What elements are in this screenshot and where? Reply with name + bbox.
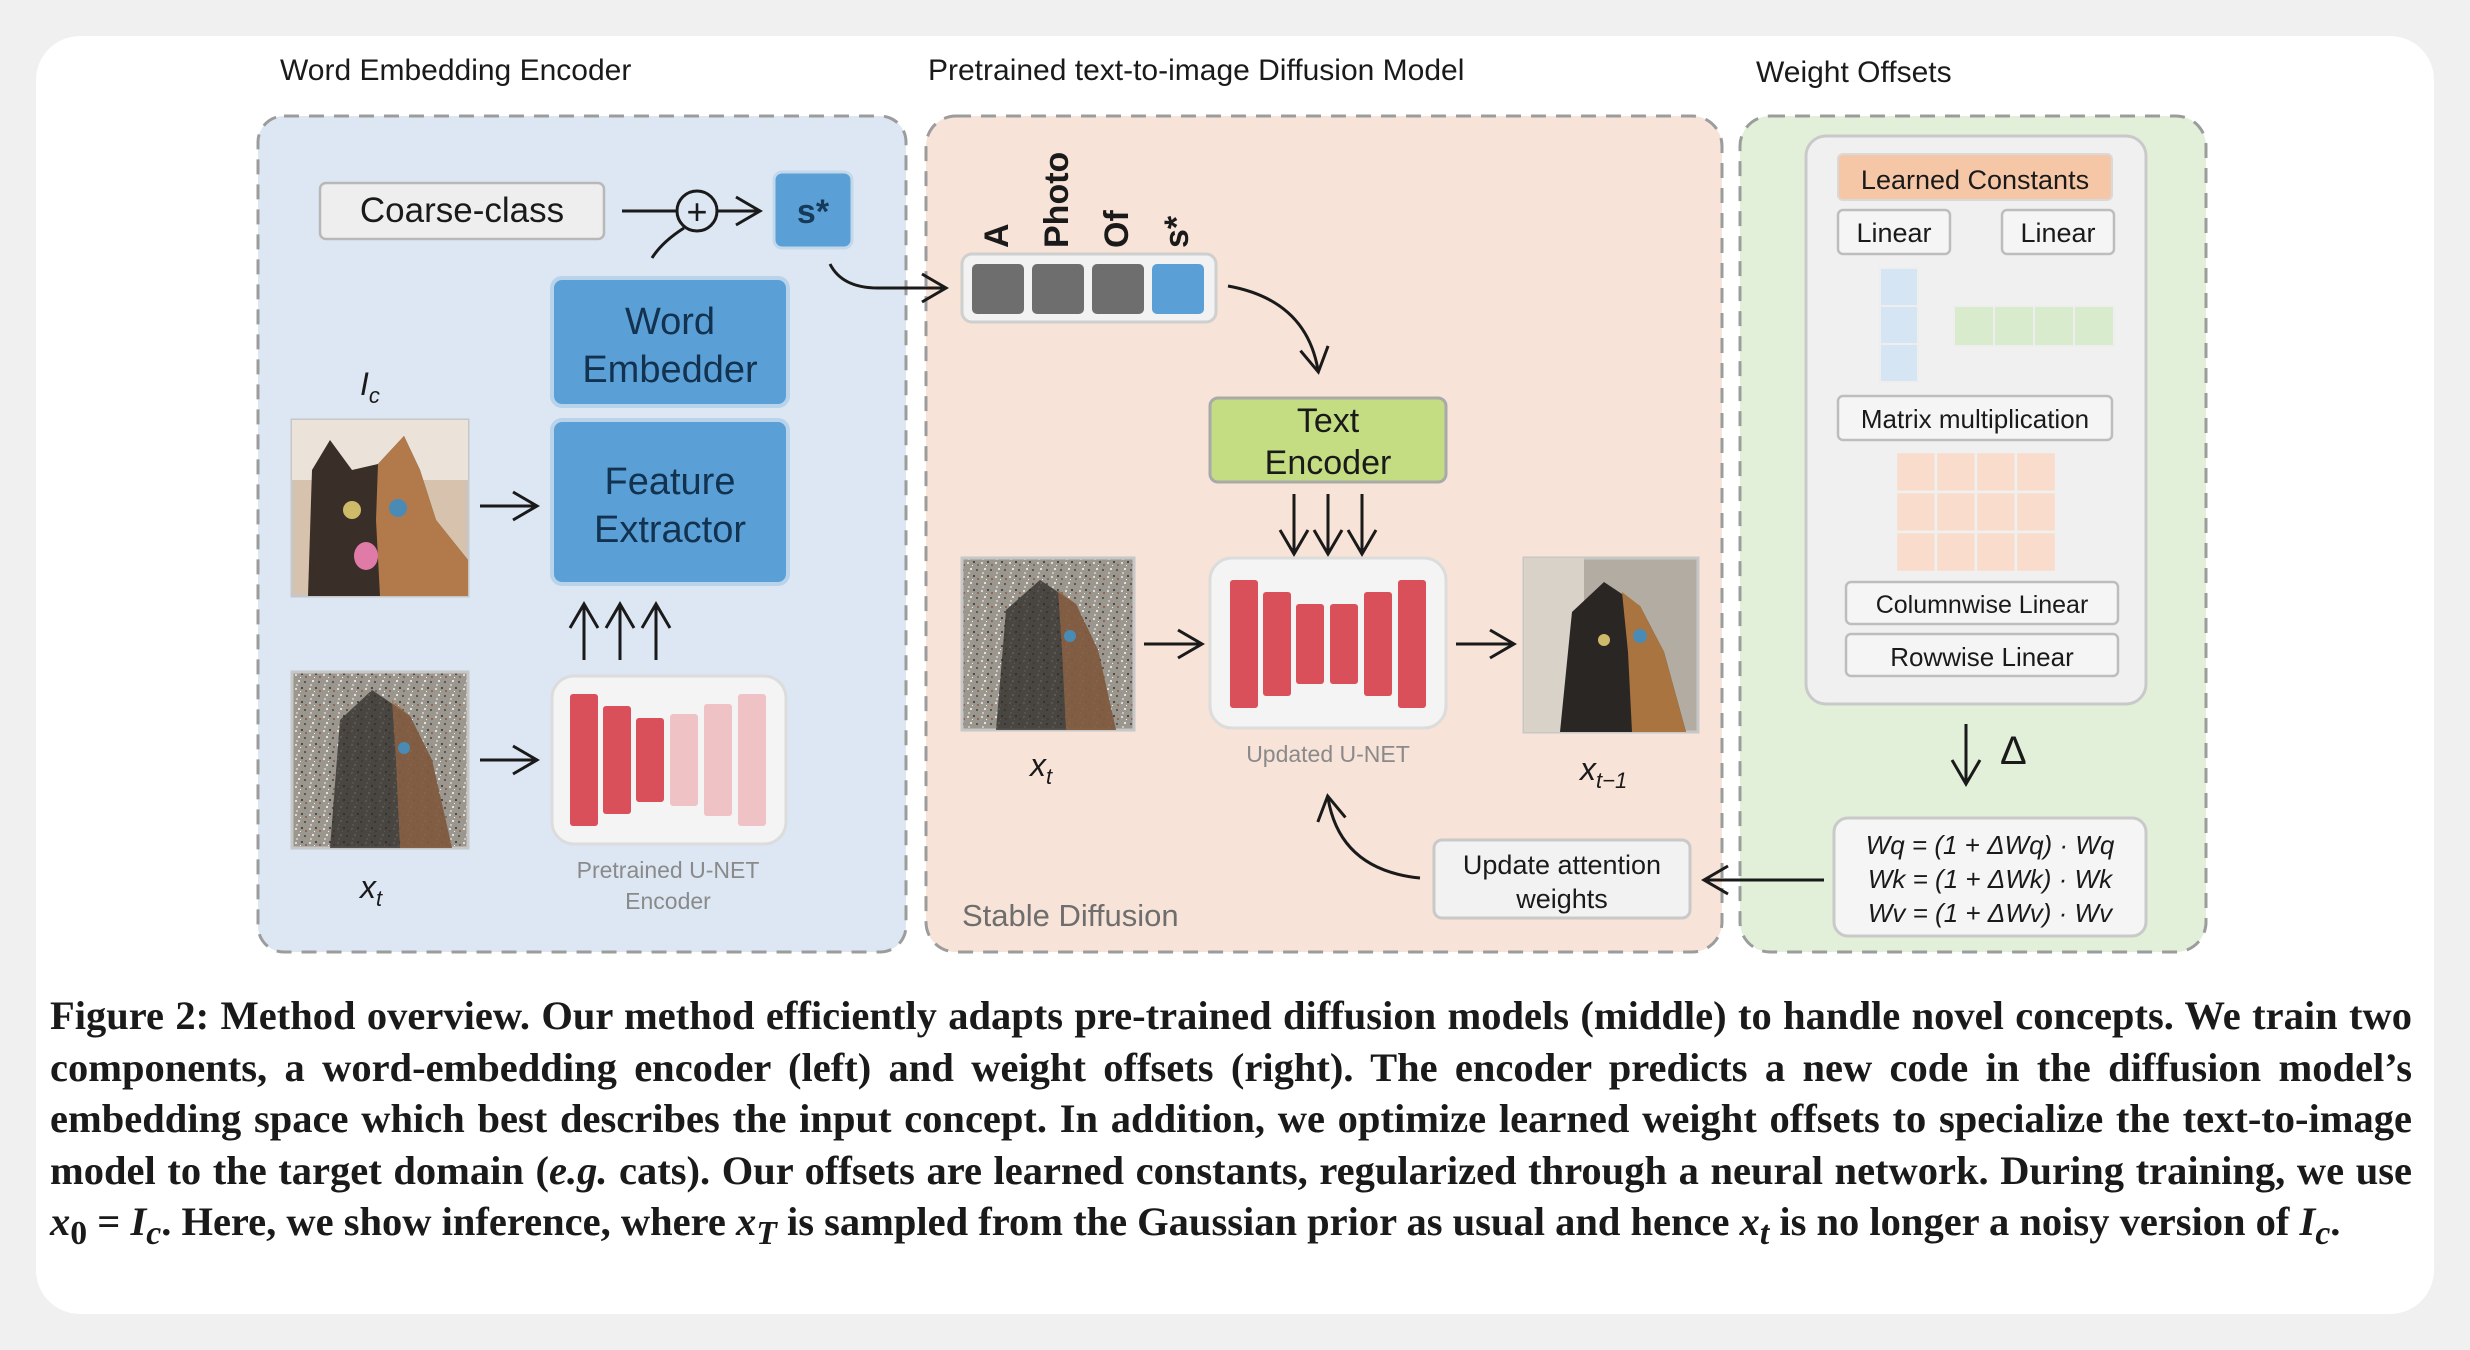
text-encoder-to-unet-arrows xyxy=(1278,494,1378,557)
prompt-to-text-encoder-arrow xyxy=(1227,284,1330,375)
learned-constants-box xyxy=(1837,153,2113,201)
figure-caption: Figure 2: Method overview. Our method ef… xyxy=(50,993,2413,1253)
offsets-panel-title: Weight Offsets xyxy=(1756,56,1952,89)
denoised-image-xt1 xyxy=(1522,556,1700,734)
word-embedder-box xyxy=(550,276,790,408)
feature-extractor-box xyxy=(550,418,790,586)
encoder-panel-title: Word Embedding Encoder xyxy=(280,54,631,87)
word-embedder-line2: Embedder xyxy=(582,349,758,391)
learned-constants-label: Learned Constants xyxy=(1861,165,2089,195)
word-photo: Photo xyxy=(1038,152,1076,248)
offset-matrix xyxy=(1894,450,2058,574)
token-label: s* xyxy=(797,193,830,231)
updated-unet-bars xyxy=(1230,580,1426,708)
label-xt1: xt−1 xyxy=(1578,751,1627,793)
plus-symbol: + xyxy=(686,191,707,232)
equations-box xyxy=(1832,816,2148,938)
text-encoder-line2: Encoder xyxy=(1265,444,1392,482)
coarse-class-label: Coarse-class xyxy=(360,191,564,230)
equation-q: Wq = (1 + ΔWq) · Wq xyxy=(1866,830,2115,860)
equation-v: Wv = (1 + ΔWv) · Wv xyxy=(1868,898,2114,928)
label-ic: Ic xyxy=(360,366,380,408)
label-xt-middle: xt xyxy=(1028,747,1053,789)
update-attention-box xyxy=(1432,838,1692,920)
update-attention-line2: weights xyxy=(1515,884,1608,914)
plus-circle xyxy=(675,189,719,233)
word-of: Of xyxy=(1098,210,1136,248)
coarse-class-box xyxy=(318,181,606,241)
unet-to-extractor-arrows xyxy=(568,601,672,660)
noisy-image-xt-middle xyxy=(960,556,1136,732)
matrix-multiplication-box xyxy=(1836,394,2114,442)
rowwise-linear-box xyxy=(1844,632,2120,678)
noisy-image-xt-left xyxy=(290,670,470,850)
pretrained-unet-bars xyxy=(570,694,766,826)
token-of xyxy=(1092,264,1144,314)
linear-right-box xyxy=(2000,208,2116,256)
columnwise-linear-box xyxy=(1844,580,2120,626)
cat-image-ic xyxy=(290,418,470,598)
text-encoder-box xyxy=(1208,396,1448,484)
token-to-prompt-arrow xyxy=(828,263,949,304)
updated-unet-label: Updated U-NET xyxy=(1246,741,1410,767)
linear-left-label: Linear xyxy=(1856,218,1931,248)
token-photo xyxy=(1032,264,1084,314)
columnwise-linear-label: Columnwise Linear xyxy=(1876,591,2089,619)
update-attention-line1: Update attention xyxy=(1463,850,1661,880)
embedder-to-plus-line xyxy=(650,226,685,259)
stable-diffusion-label: Stable Diffusion xyxy=(962,898,1179,933)
text-encoder-line1: Text xyxy=(1297,402,1360,440)
word-embedder-line1: Word xyxy=(625,301,715,343)
diffusion-panel-title: Pretrained text-to-image Diffusion Model xyxy=(928,54,1464,87)
word-s-star: s* xyxy=(1158,215,1196,248)
token-box xyxy=(772,170,854,250)
label-xt-left: xt xyxy=(358,869,383,911)
equation-k: Wk = (1 + ΔWk) · Wk xyxy=(1868,864,2114,894)
linear-right-label: Linear xyxy=(2020,218,2095,248)
pretrained-unet-label2: Encoder xyxy=(625,888,711,914)
feature-extractor-line2: Extractor xyxy=(594,509,746,551)
feature-extractor-line1: Feature xyxy=(605,461,736,503)
token-a xyxy=(972,264,1024,314)
linear-left-box xyxy=(1836,208,1952,256)
matrix-multiplication-label: Matrix multiplication xyxy=(1861,404,2089,434)
rowwise-linear-label: Rowwise Linear xyxy=(1890,642,2074,672)
method-diagram: Word Embedding Encoder Coarse-class + s*… xyxy=(256,54,2208,954)
row-vector xyxy=(1953,305,2115,347)
column-vector xyxy=(1879,267,1919,383)
token-s-star xyxy=(1152,264,1204,314)
pretrained-unet-label1: Pretrained U-NET xyxy=(577,857,760,883)
delta-label: Δ xyxy=(2000,729,2027,773)
word-a: A xyxy=(978,223,1016,248)
update-to-unet-arrow xyxy=(1316,793,1421,880)
